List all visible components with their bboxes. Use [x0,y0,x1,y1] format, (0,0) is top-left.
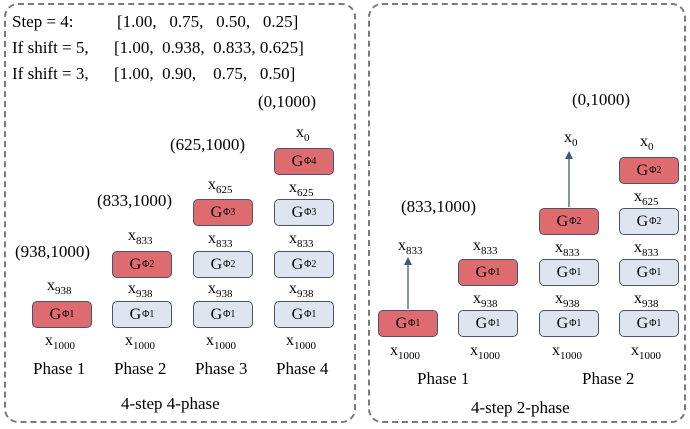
coord-label: (938,1000) [15,242,91,261]
x-label: x1000 [206,332,236,352]
coord-label: (833,1000) [97,191,173,210]
x-label: x0 [640,133,654,153]
phase-label: Phase 1 [33,359,86,378]
x-label: x938 [634,290,659,310]
x-label: x938 [128,280,153,300]
x-label: x1000 [286,332,316,352]
x-label: x938 [555,290,580,310]
x-label: x833 [128,227,153,247]
x-label: x625 [289,179,314,199]
x-label: x833 [208,230,233,250]
header-shift3-values: [1.00, 0.90, 0.75, 0.50] [114,64,296,83]
x-label: x1000 [631,342,661,362]
x-label: x833 [289,230,314,250]
x-label: x1000 [45,332,75,352]
x-label: x938 [473,290,498,310]
x-label: x1000 [125,332,155,352]
x-label: x1000 [470,342,500,362]
x-label: x1000 [552,342,582,362]
header-step-values: [1.00, 0.75, 0.50, 0.25] [117,12,299,31]
header-shift5-values: [1.00, 0.938, 0.833, 0.625] [114,38,304,57]
left-panel [4,3,356,423]
coord-label: (833,1000) [401,197,477,216]
phase-label: Phase 4 [276,359,329,378]
phase-label: Phase 1 [417,369,470,388]
x-label: x625 [208,176,233,196]
phase-label: Phase 3 [195,359,248,378]
phase-label: Phase 2 [582,369,635,388]
x-label: x0 [296,124,310,144]
x-label: x938 [47,277,72,297]
phase-label: Phase 2 [114,359,167,378]
right-caption: 4-step 2-phase [471,398,570,417]
right-panel [368,3,686,423]
x-label: x1000 [390,342,420,362]
x-label: x833 [473,237,498,257]
x-label: x0 [564,129,578,149]
coord-label: (0,1000) [258,92,317,111]
x-label: x833 [634,239,659,259]
x-label: x938 [208,280,233,300]
x-label: x833 [555,239,580,259]
coord-label: (625,1000) [170,135,246,154]
x-label: x938 [289,280,314,300]
x-label: x625 [634,188,659,208]
header-step-label: Step = 4: [12,12,74,31]
header-shift5-label: If shift = 5, [12,38,89,57]
header-shift3-label: If shift = 3, [12,64,89,83]
coord-label: (0,1000) [572,90,631,109]
left-caption: 4-step 4-phase [121,394,220,413]
x-label: x833 [398,237,423,257]
